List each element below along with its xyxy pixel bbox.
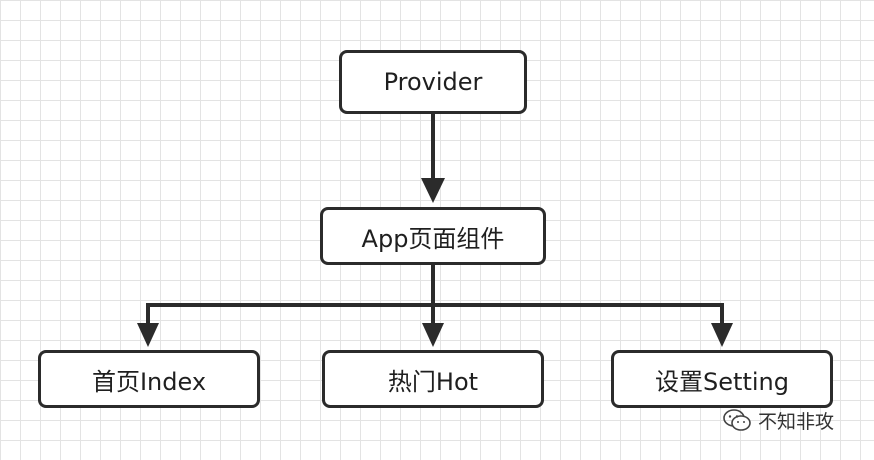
arrowhead-setting	[711, 323, 733, 347]
node-app-label: App页面组件	[361, 224, 505, 253]
arrowhead-hot	[422, 323, 444, 347]
node-setting: 设置Setting	[611, 350, 833, 408]
arrowhead-index	[137, 323, 159, 347]
node-hot: 热门Hot	[322, 350, 544, 408]
node-index: 首页Index	[38, 350, 260, 408]
arrowhead-app	[421, 178, 445, 203]
node-provider: Provider	[339, 50, 527, 114]
watermark-text: 不知非攻	[758, 410, 835, 433]
node-provider-label: Provider	[383, 68, 483, 96]
node-setting-label: 设置Setting	[655, 367, 789, 396]
node-hot-label: 热门Hot	[387, 367, 479, 396]
node-index-label: 首页Index	[91, 367, 207, 396]
node-app-page-component: App页面组件	[320, 207, 546, 265]
watermark: 不知非攻	[722, 405, 834, 435]
wechat-official-account-icon	[722, 408, 752, 432]
